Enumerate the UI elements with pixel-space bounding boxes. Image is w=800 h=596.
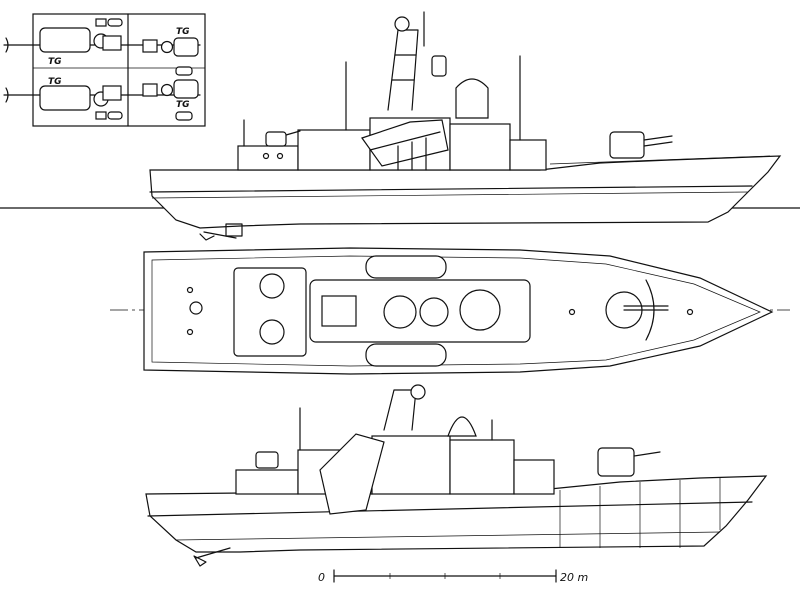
hull-frames <box>559 478 721 548</box>
mast-radar-dome <box>394 16 410 32</box>
engine-label-2: TG <box>48 77 62 87</box>
forward-gun-turret <box>609 131 645 159</box>
mast-plan <box>383 295 417 329</box>
aft-gun-plan-upper <box>259 273 285 299</box>
hull-profile <box>149 155 782 229</box>
fire-control-radar-dome <box>455 78 489 119</box>
engine-label-3: TG <box>176 27 190 37</box>
sheer-line <box>149 185 753 193</box>
inboard-profile-view <box>145 384 768 567</box>
section-missile-launcher <box>319 433 385 515</box>
radar-dome-plan <box>459 289 501 331</box>
main-engine-lower <box>39 85 91 111</box>
scale-end-label: 20 m <box>560 571 588 584</box>
main-mast <box>387 29 419 111</box>
section-superstructure <box>371 435 451 495</box>
engine-label-1: TG <box>48 57 62 67</box>
lower-propeller-icon <box>5 87 9 103</box>
section-propeller-shaft <box>195 547 231 559</box>
missile-launcher-plan-upper <box>365 255 447 279</box>
propeller-icon <box>199 231 237 241</box>
forward-superstructure <box>449 123 511 171</box>
section-forward-gun <box>597 447 635 477</box>
engine-label-4: TG <box>176 100 190 110</box>
side-elevation-view <box>0 11 800 241</box>
vent-grille <box>321 295 357 327</box>
aft-gun-plan-lower <box>259 319 285 345</box>
section-aft-deckhouse <box>235 469 299 495</box>
section-hull <box>145 475 768 553</box>
upper-propeller-icon <box>5 37 9 53</box>
scale-bar: 0 20 m <box>318 569 588 584</box>
engine-room-plan: TG TG TG TG <box>3 13 206 127</box>
main-engine-upper <box>39 27 91 53</box>
section-radar-dome <box>447 416 477 437</box>
deck-plan-view <box>110 247 790 375</box>
aft-deckhouse-plan <box>233 267 307 357</box>
aft-gun-mount <box>265 131 287 147</box>
forward-gun-barrel <box>643 135 673 141</box>
turbogenerator-upper <box>173 37 199 57</box>
missile-launcher-plan-lower <box>365 343 447 367</box>
scale-start-label: 0 <box>318 571 325 584</box>
turbogenerator-lower <box>173 79 199 99</box>
mid-deckhouse <box>297 129 371 171</box>
